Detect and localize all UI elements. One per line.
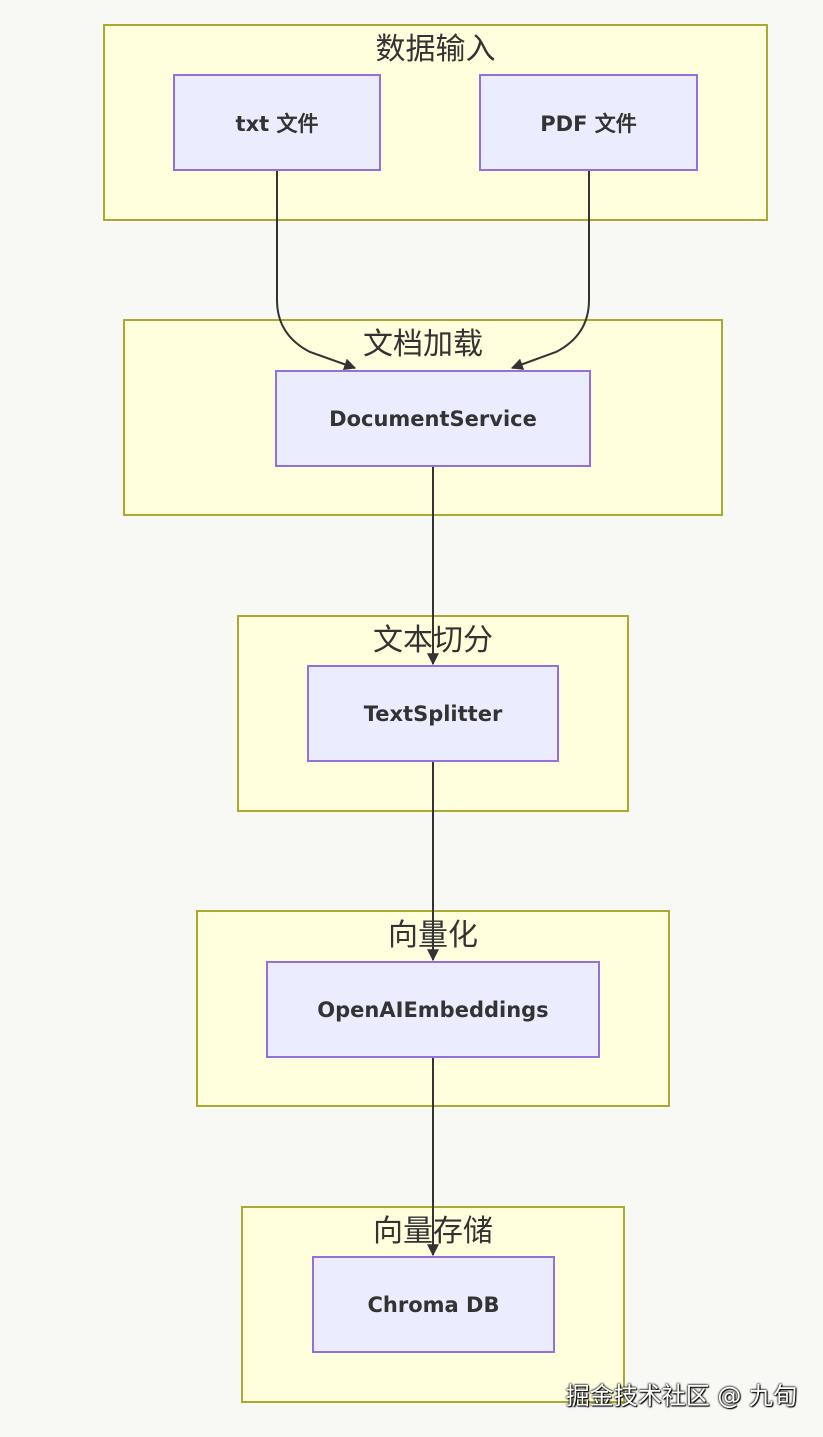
cluster-title: 数据输入	[375, 32, 496, 67]
node-txt-file[interactable]: txt 文件	[173, 74, 381, 171]
cluster-title: 文本切分	[373, 623, 493, 658]
node-chroma-db[interactable]: Chroma DB	[312, 1256, 555, 1353]
node-text-splitter[interactable]: TextSplitter	[307, 665, 559, 762]
node-pdf-file[interactable]: PDF 文件	[479, 74, 698, 171]
cluster-title: 向量化	[388, 918, 478, 953]
node-document-service[interactable]: DocumentService	[275, 370, 591, 467]
node-openai-embeddings[interactable]: OpenAIEmbeddings	[266, 961, 600, 1058]
cluster-title: 向量存储	[373, 1214, 493, 1249]
watermark-text: 掘金技术社区 @ 九旬	[565, 1382, 797, 1410]
cluster-title: 文档加载	[363, 327, 483, 362]
